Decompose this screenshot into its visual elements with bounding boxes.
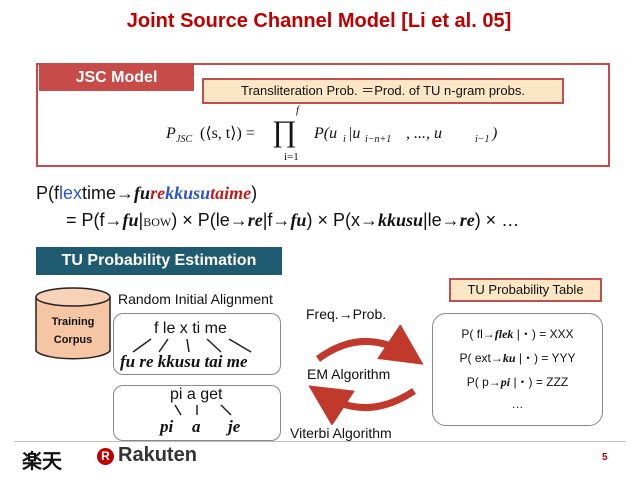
formula-rhs-sub-i: i	[343, 134, 346, 145]
transliteration-note: Transliteration Prob. ＝Prod. of TU n-gra…	[202, 78, 564, 104]
formula-lhs-sub: JSC	[176, 134, 192, 145]
em-algorithm-label: EM Algorithm	[307, 366, 391, 382]
tu-table-title: TU Probability Table	[449, 278, 602, 302]
formula-lhs-arg: (⟨s, t⟩) =	[200, 125, 255, 142]
slide-title: Joint Source Channel Model [Li et al. 05…	[126, 10, 512, 32]
footer-rule	[14, 441, 626, 442]
seg2-target-a: a	[192, 417, 201, 436]
jsc-model-box	[36, 63, 610, 167]
seg2-source: pi a get	[170, 386, 223, 403]
formula-rhs: P(u	[313, 125, 337, 142]
seg1-target: fu re kkusu tai me	[120, 352, 248, 371]
rakuten-word-logo: Rakuten	[118, 444, 197, 466]
page-number: 5	[602, 452, 608, 463]
alignment-box-2	[113, 385, 281, 441]
formula-rhs-mid: , ..., u	[406, 125, 442, 142]
rakuten-r-logo-icon: R	[97, 448, 114, 465]
formula-rhs-sub-b: i−1	[475, 134, 490, 145]
rakuten-kanji-logo: 楽天	[22, 451, 62, 473]
training-corpus-label: Training Corpus	[51, 316, 95, 346]
example-line-2: = P(f→fu|BOW) × P(le→re|f→fu) × P(x→kkus…	[66, 210, 520, 230]
formula-prod-symbol: ∏	[272, 115, 297, 148]
freq-prob-label: Freq.→Prob.	[306, 306, 387, 322]
em-cycle-arrows-icon	[308, 325, 424, 425]
formula-rhs-sub-a: i−n+1	[365, 134, 391, 145]
example-line-1: P(flextime→furekkusutaime)	[36, 183, 258, 203]
alignment-box-1	[113, 313, 281, 375]
tu-table-box	[432, 313, 603, 426]
tu-table-row-2: P( ext→ku |・) = YYY	[459, 351, 576, 365]
tu-estimation-banner: TU Probability Estimation	[36, 247, 282, 275]
seg2-target-pi: pi	[160, 417, 174, 436]
seg2-alignment-lines	[174, 404, 232, 416]
tu-table-ellipsis: …	[511, 397, 524, 411]
random-alignment-label: Random Initial Alignment	[118, 291, 273, 307]
jsc-formula: P JSC (⟨s, t⟩) = f ∏ i=1 P(u i |u i−n+1 …	[165, 104, 497, 163]
tu-table-row-1: P( fl→flek |・) = XXX	[461, 327, 574, 341]
jsc-model-tab: JSC Model	[39, 65, 194, 91]
training-corpus-icon	[35, 287, 111, 360]
formula-prod-top: f	[296, 104, 301, 116]
formula-prod-bottom: i=1	[284, 151, 299, 163]
formula-rhs-bar: |u	[348, 125, 360, 142]
formula-lhs-p: P	[165, 125, 176, 142]
viterbi-algorithm-label: Viterbi Algorithm	[290, 425, 392, 441]
tu-table-row-3: P( p→pi |・) = ZZZ	[466, 375, 569, 389]
seg2-target-je: je	[228, 417, 241, 436]
seg1-alignment-lines	[132, 338, 252, 353]
seg1-source: f le x ti me	[154, 320, 227, 337]
formula-rhs-end: )	[491, 125, 497, 142]
